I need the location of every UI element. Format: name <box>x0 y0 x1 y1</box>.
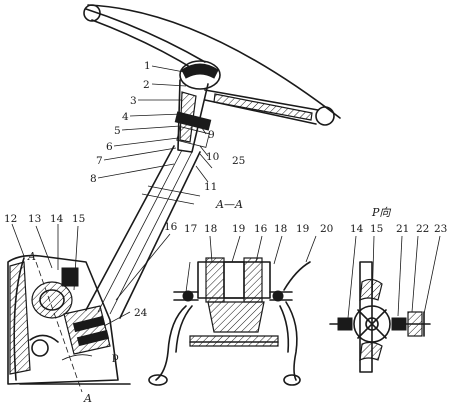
label-18-left: 18 <box>204 223 217 235</box>
p-view-title: P向 <box>371 206 391 219</box>
label-2: 2 <box>143 79 150 91</box>
section-a-a-title: A—A <box>215 198 243 211</box>
label-24: 24 <box>134 307 148 319</box>
label-16: 16 <box>164 221 178 233</box>
steering-wheel <box>83 4 341 126</box>
label-4: 4 <box>122 111 129 123</box>
label-12: 12 <box>4 213 17 225</box>
label-3: 3 <box>130 95 137 107</box>
p-direction-view <box>329 261 431 373</box>
label-10: 10 <box>206 151 219 163</box>
label-8: 8 <box>90 173 97 185</box>
label-7: 7 <box>96 155 103 167</box>
label-6: 6 <box>106 141 113 153</box>
label-21: 21 <box>396 223 409 235</box>
steering-column <box>85 79 212 319</box>
label-9: 9 <box>208 129 215 141</box>
label-23: 23 <box>434 223 447 235</box>
label-11: 11 <box>204 181 217 193</box>
label-15: 15 <box>72 213 85 225</box>
label-p: p <box>112 351 119 363</box>
label-a-top: A <box>27 250 36 263</box>
part-labels: 1 2 3 4 5 6 7 8 9 10 11 25 12 13 14 15 1… <box>4 60 447 405</box>
label-20: 20 <box>320 223 333 235</box>
section-a-a-view <box>148 257 311 386</box>
label-19-right: 19 <box>296 223 309 235</box>
label-19-left: 19 <box>232 223 245 235</box>
label-1: 1 <box>144 60 151 72</box>
label-15-p: 15 <box>370 223 383 235</box>
label-25: 25 <box>232 155 245 167</box>
label-18-right: 18 <box>274 223 287 235</box>
label-5: 5 <box>114 125 121 137</box>
label-a-bottom: A <box>83 392 92 404</box>
label-13: 13 <box>28 213 41 225</box>
leader-lines <box>11 65 441 327</box>
label-14-p: 14 <box>350 223 364 235</box>
label-16-section: 16 <box>254 223 268 235</box>
label-14: 14 <box>50 213 64 225</box>
steering-gear-box <box>7 254 131 393</box>
label-17: 17 <box>184 223 197 235</box>
label-22: 22 <box>416 223 429 235</box>
